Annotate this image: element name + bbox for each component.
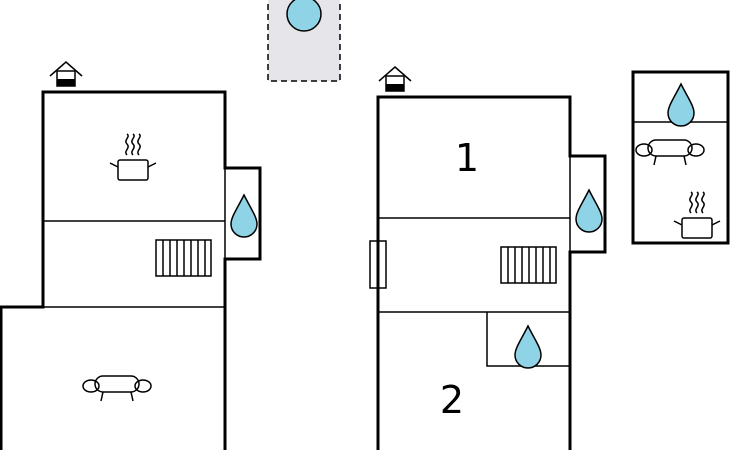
pool-area [267, 0, 341, 82]
water-drop-icon [575, 189, 603, 233]
sofa-icon [635, 139, 705, 166]
entrance-icon [49, 61, 83, 87]
stairs-icon [500, 246, 557, 284]
first-floor: 1 2 [369, 66, 607, 450]
room-label-1: 1 [455, 136, 479, 180]
pool-icon [286, 0, 322, 32]
ground-floor [0, 61, 262, 450]
entrance-icon [378, 66, 412, 92]
pot-icon [673, 191, 721, 239]
water-drop-icon [667, 83, 695, 127]
water-drop-icon [230, 194, 258, 238]
annex-building [631, 70, 730, 245]
window-icon [369, 240, 387, 289]
pot-icon [109, 133, 157, 181]
stairs-icon [155, 239, 212, 277]
water-drop-icon [514, 325, 542, 369]
room-label-2: 2 [440, 378, 464, 422]
sofa-icon [82, 375, 152, 402]
